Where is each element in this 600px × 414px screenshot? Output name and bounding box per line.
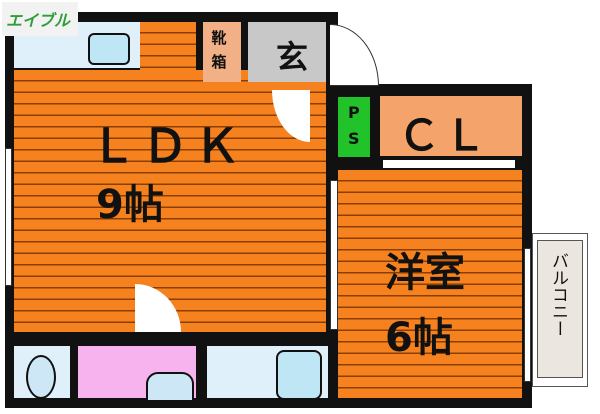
closet-door[interactable] [383,160,515,168]
logo: エイブル [2,2,78,36]
ps-label-bottom: S [348,129,360,148]
window-middle [330,180,338,330]
ps-label-top: P [348,103,360,122]
shoe-box-label: 靴箱 [211,29,227,71]
washbasin-icon [146,372,194,402]
balcony: バルコニー [532,233,588,387]
front-door[interactable] [330,24,379,86]
bathtub-icon [276,350,322,400]
ldk-size: 9帖 [96,182,164,228]
pipe-space: P S [338,97,370,157]
entrance: 玄 [248,22,326,82]
ldk-floor-top [140,22,196,72]
sink-icon [88,33,130,65]
ldk-floor [14,70,326,332]
western-room-label: 洋室 [385,250,465,296]
ldk-label: ＬＤＫ [90,119,246,173]
toilet-icon [26,355,56,399]
window-left [5,148,12,286]
logo-text: エイブル [6,11,71,30]
western-room-floor [338,170,522,398]
western-room-size: 6帖 [385,315,453,361]
balcony-window [524,248,531,382]
balcony-label: バルコニー [548,252,568,337]
shoe-box: 靴箱 [203,22,241,82]
closet: ＣＬ [380,96,522,160]
entrance-label: 玄 [276,38,309,76]
closet-label: ＣＬ [398,111,491,160]
